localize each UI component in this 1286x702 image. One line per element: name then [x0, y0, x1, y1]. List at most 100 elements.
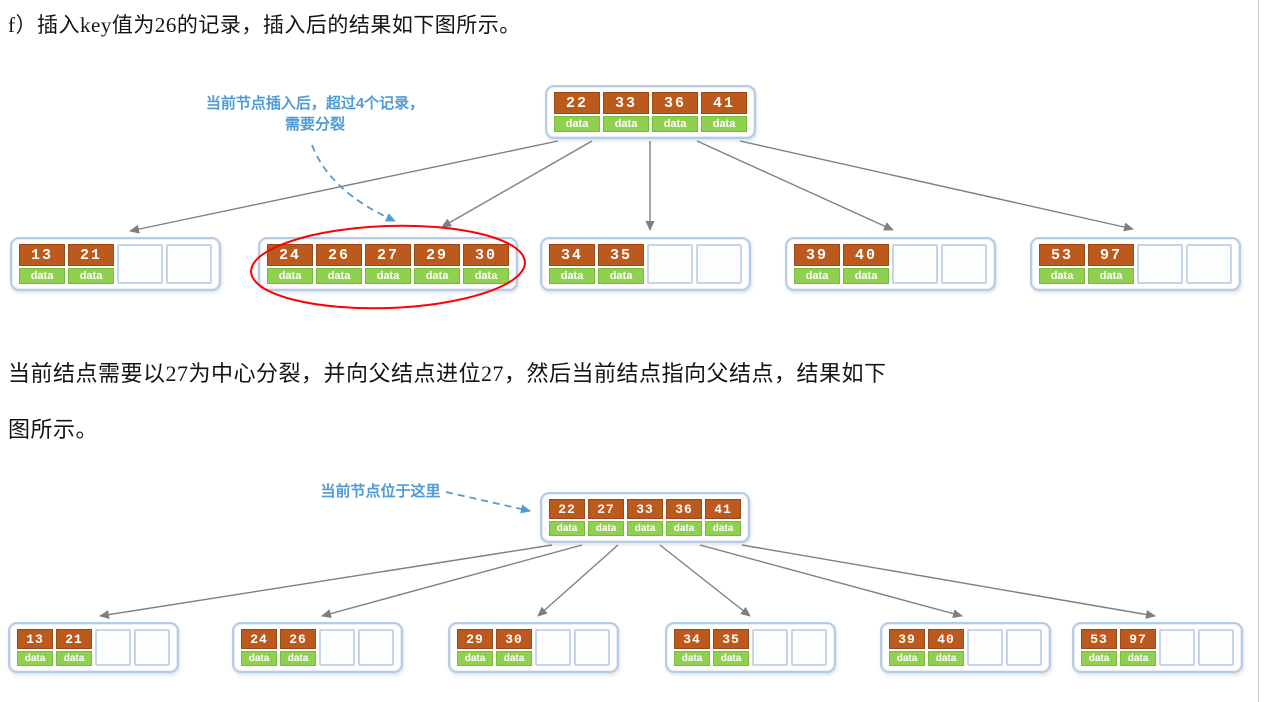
empty-slot: [791, 629, 827, 666]
data-label: data: [549, 268, 595, 284]
data-label: data: [496, 651, 532, 666]
empty-slot: [166, 244, 212, 284]
key-value: 40: [928, 629, 964, 649]
diagram1-annotation-arrow: [311, 144, 396, 222]
key-value: 29: [457, 629, 493, 649]
empty-slot: [535, 629, 571, 666]
key-value: 27: [588, 499, 624, 519]
key-value: 39: [889, 629, 925, 649]
data-label: data: [554, 116, 600, 132]
data-label: data: [457, 651, 493, 666]
key-value: 26: [280, 629, 316, 649]
data-label: data: [794, 268, 840, 284]
data-label: data: [701, 116, 747, 132]
record-cell: 41 data: [701, 92, 747, 132]
intro-text: f）插入key值为26的记录，插入后的结果如下图所示。: [8, 13, 521, 37]
key-value: 27: [365, 244, 411, 266]
current-node-annotation: 当前节点位于这里: [320, 483, 441, 500]
diagram1-edges: [129, 140, 1134, 234]
key-value: 35: [598, 244, 644, 266]
record-cell: 36 data: [652, 92, 698, 132]
key-value: 34: [549, 244, 595, 266]
record-cell: 35 data: [713, 629, 749, 666]
record-cell: 27 data: [588, 499, 624, 536]
data-label: data: [549, 521, 585, 536]
key-value: 36: [652, 92, 698, 114]
key-value: 53: [1081, 629, 1117, 649]
key-value: 30: [463, 244, 509, 266]
data-label: data: [19, 268, 65, 284]
key-value: 33: [627, 499, 663, 519]
empty-slot: [967, 629, 1003, 666]
data-label: data: [365, 268, 411, 284]
key-value: 53: [1039, 244, 1085, 266]
key-value: 41: [701, 92, 747, 114]
record-cell: 40 data: [928, 629, 964, 666]
empty-slot: [1159, 629, 1195, 666]
split-description-line2: 图所示。: [8, 417, 99, 442]
empty-slot: [117, 244, 163, 284]
empty-slot: [358, 629, 394, 666]
key-value: 30: [496, 629, 532, 649]
split-annotation-line1: 当前节点插入后，超过4个记录，: [205, 95, 425, 112]
key-value: 21: [68, 244, 114, 266]
empty-slot: [574, 629, 610, 666]
data-label: data: [713, 651, 749, 666]
data-label: data: [843, 268, 889, 284]
record-cell: 30 data: [496, 629, 532, 666]
empty-slot: [95, 629, 131, 666]
key-value: 24: [267, 244, 313, 266]
data-label: data: [267, 268, 313, 284]
data-label: data: [652, 116, 698, 132]
record-cell: 24 data: [267, 244, 313, 284]
data-label: data: [68, 268, 114, 284]
split-description-line1: 当前结点需要以27为中心分裂，并向父结点进位27，然后当前结点指向父结点，结果如…: [8, 361, 887, 386]
key-value: 34: [674, 629, 710, 649]
page-right-border: [1258, 0, 1259, 702]
data-label: data: [463, 268, 509, 284]
key-value: 40: [843, 244, 889, 266]
data-label: data: [414, 268, 460, 284]
data-label: data: [241, 651, 277, 666]
key-value: 22: [554, 92, 600, 114]
empty-slot: [1137, 244, 1183, 284]
data-label: data: [603, 116, 649, 132]
key-value: 13: [19, 244, 65, 266]
data-label: data: [928, 651, 964, 666]
split-annotation: 当前节点插入后，超过4个记录， 需要分裂: [170, 93, 460, 135]
data-label: data: [17, 651, 53, 666]
key-value: 39: [794, 244, 840, 266]
record-cell: 22 data: [554, 92, 600, 132]
record-cell: 30 data: [463, 244, 509, 284]
data-label: data: [674, 651, 710, 666]
key-value: 36: [666, 499, 702, 519]
empty-slot: [941, 244, 987, 284]
key-value: 35: [713, 629, 749, 649]
data-label: data: [705, 521, 741, 536]
data-label: data: [588, 521, 624, 536]
empty-slot: [1006, 629, 1042, 666]
key-value: 21: [56, 629, 92, 649]
